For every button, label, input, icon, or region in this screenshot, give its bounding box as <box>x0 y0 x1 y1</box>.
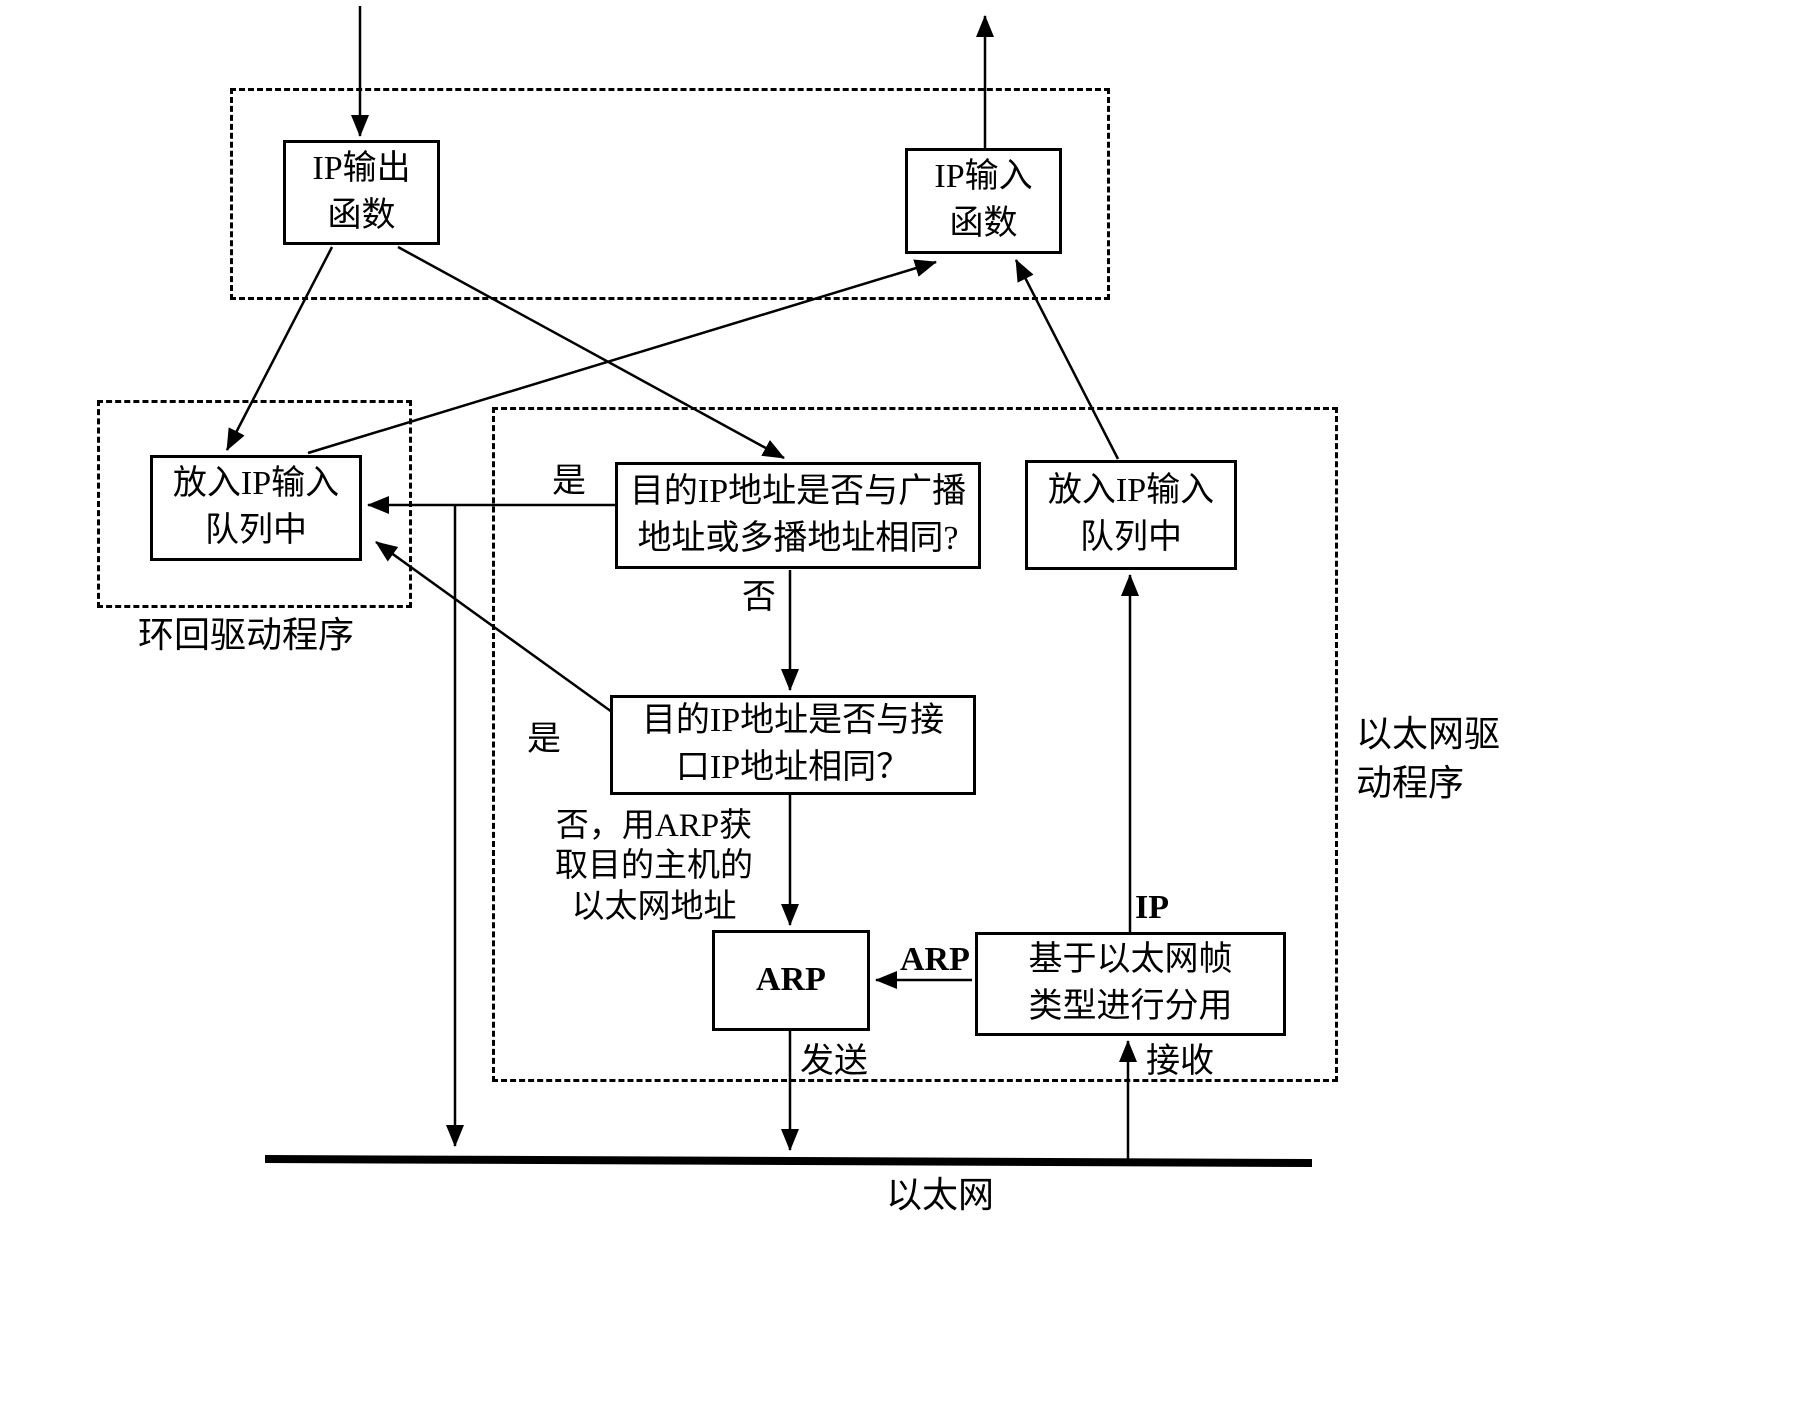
ip-input-function-box: IP输入 函数 <box>905 148 1062 254</box>
arrow-interface-yes-to-loopback-queue <box>375 540 613 714</box>
arp-note-label: 否，用ARP获 取目的主机的 以太网地址 <box>555 808 753 925</box>
edge-ip-label: IP <box>1135 889 1169 926</box>
edge-arp-label: ARP <box>900 941 970 978</box>
arrow-loopback-queue-to-ip-input <box>307 259 937 455</box>
arrow-ip-output-to-broadcast-question <box>397 245 785 460</box>
broadcast-no-label: 否 <box>742 579 776 616</box>
arp-box: ARP <box>712 930 870 1031</box>
ethernet-frame-demux-box: 基于以太网帧 类型进行分用 <box>975 932 1286 1036</box>
ip-output-function-box: IP输出 函数 <box>283 140 440 245</box>
ethernet-bus-line <box>264 1155 1313 1167</box>
interface-yes-label: 是 <box>527 721 561 758</box>
ethernet-ip-input-queue-box: 放入IP输入 队列中 <box>1025 460 1237 570</box>
ip-layer-dashed-box <box>230 88 1110 300</box>
ethernet-driver-label: 以太网驱 动程序 <box>1356 714 1501 803</box>
interface-ip-question-box: 目的IP地址是否与接 口IP地址相同？ <box>610 695 976 795</box>
broadcast-multicast-question-box: 目的IP地址是否与广播 地址或多播地址相同? <box>615 462 981 569</box>
send-label: 发送 <box>800 1043 868 1080</box>
ethernet-label: 以太网 <box>885 1175 994 1215</box>
ethernet-driver-dashed-box <box>492 407 1338 1082</box>
loopback-driver-label: 环回驱动程序 <box>138 615 355 655</box>
receive-label: 接收 <box>1146 1043 1214 1080</box>
arrow-ethernet-queue-to-ip-input <box>1014 259 1120 460</box>
arrow-ip-output-to-loopback-queue <box>225 246 334 451</box>
broadcast-yes-label: 是 <box>552 463 586 500</box>
loopback-ip-input-queue-box: 放入IP输入 队列中 <box>150 455 362 561</box>
